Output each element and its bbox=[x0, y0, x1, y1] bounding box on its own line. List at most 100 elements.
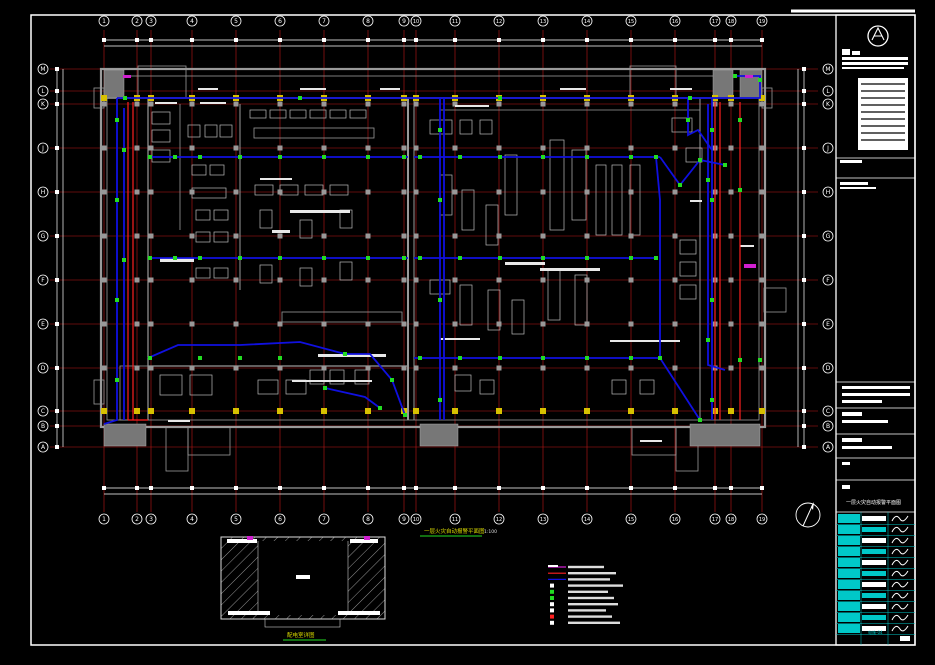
furniture-block bbox=[187, 124, 201, 138]
axis-bubble-right-A: A bbox=[822, 441, 834, 453]
svg-text:6: 6 bbox=[278, 516, 282, 523]
alarm-device bbox=[738, 188, 742, 192]
svg-text:L: L bbox=[826, 88, 830, 95]
axis-bubble-left-E: E bbox=[37, 318, 49, 330]
furniture-block bbox=[299, 267, 313, 287]
alarm-device bbox=[418, 155, 422, 159]
alarm-device bbox=[706, 178, 710, 182]
svg-text:D: D bbox=[826, 365, 831, 372]
svg-text:K: K bbox=[41, 101, 46, 108]
alarm-device bbox=[366, 155, 370, 159]
svg-text:12: 12 bbox=[496, 19, 502, 25]
alarm-device bbox=[122, 148, 126, 152]
furniture-block bbox=[191, 164, 207, 176]
alarm-device bbox=[238, 356, 242, 360]
alarm-device bbox=[629, 356, 633, 360]
svg-text:9: 9 bbox=[402, 516, 406, 523]
signature-row bbox=[836, 591, 915, 602]
room-label-mark bbox=[300, 88, 326, 90]
axis-bubble-bottom-2: 2 bbox=[131, 513, 143, 525]
axis-bubble-right-B: B bbox=[822, 420, 834, 432]
room-label-marks bbox=[155, 88, 754, 442]
axis-bubble-top-15: 15 bbox=[625, 15, 637, 27]
furniture-block bbox=[629, 164, 641, 236]
axis-bubble-left-H: H bbox=[37, 186, 49, 198]
svg-text:18: 18 bbox=[728, 517, 734, 523]
svg-text:13: 13 bbox=[540, 19, 546, 25]
axis-bubble-top-16: 16 bbox=[669, 15, 681, 27]
furniture-block bbox=[299, 219, 313, 239]
furniture-block bbox=[191, 187, 227, 199]
alarm-device bbox=[418, 256, 422, 260]
room-label-mark bbox=[690, 200, 702, 202]
svg-text:3: 3 bbox=[149, 516, 153, 523]
axis-bubble-right-M: M bbox=[822, 63, 834, 75]
dimension-lines bbox=[56, 39, 805, 495]
furniture-block bbox=[269, 109, 287, 119]
legend-row bbox=[550, 602, 618, 607]
svg-text:15: 15 bbox=[628, 517, 634, 523]
alarm-device bbox=[458, 155, 462, 159]
axis-bubble-left-M: M bbox=[37, 63, 49, 75]
furniture-block bbox=[611, 379, 627, 395]
svg-text:5: 5 bbox=[234, 516, 238, 523]
circuit-tags bbox=[123, 75, 756, 268]
furniture-block bbox=[487, 289, 501, 331]
svg-text:D: D bbox=[41, 365, 46, 372]
furniture-block bbox=[485, 204, 499, 246]
alarm-device bbox=[115, 198, 119, 202]
alarm-device bbox=[438, 128, 442, 132]
axis-bubble-top-18: 18 bbox=[725, 15, 737, 27]
alarm-device bbox=[498, 356, 502, 360]
svg-text:M: M bbox=[825, 66, 830, 73]
device-legend bbox=[548, 565, 623, 625]
plan-scale-text: 1:100 bbox=[484, 529, 497, 535]
svg-text:A: A bbox=[41, 444, 46, 451]
plan-title-text: 一层火灾自动报警平面图 bbox=[424, 527, 485, 535]
alarm-device bbox=[686, 118, 690, 122]
signature-row bbox=[836, 547, 915, 558]
svg-text:18: 18 bbox=[728, 19, 734, 25]
signature-row bbox=[836, 580, 915, 591]
axis-bubble-right-G: G bbox=[822, 230, 834, 242]
legend-row bbox=[550, 596, 614, 600]
axis-bubble-right-J: J bbox=[822, 142, 834, 154]
furniture-block bbox=[439, 174, 453, 216]
furniture-block bbox=[671, 117, 693, 133]
alarm-device bbox=[438, 198, 442, 202]
furniture-block bbox=[349, 109, 367, 119]
furniture-block bbox=[504, 154, 518, 216]
north-arrow bbox=[795, 502, 821, 528]
svg-text:5: 5 bbox=[234, 18, 238, 25]
fire-trunk-red bbox=[127, 102, 741, 421]
axis-bubble-bottom-7: 7 bbox=[318, 513, 330, 525]
alarm-device bbox=[688, 96, 692, 100]
axis-bubble-bottom-15: 15 bbox=[625, 513, 637, 525]
alarm-device bbox=[322, 155, 326, 159]
furniture-block bbox=[679, 284, 697, 300]
axis-bubble-left-G: G bbox=[37, 230, 49, 242]
svg-text:C: C bbox=[41, 408, 45, 415]
room-label-mark bbox=[155, 102, 177, 104]
axis-bubble-right-K: K bbox=[822, 98, 834, 110]
alarm-device bbox=[148, 155, 152, 159]
furniture-block bbox=[309, 109, 327, 119]
room-label-mark bbox=[740, 245, 754, 247]
axis-bubble-top-19: 19 bbox=[756, 15, 768, 27]
axis-bubble-top-3: 3 bbox=[145, 15, 157, 27]
svg-text:19: 19 bbox=[759, 517, 765, 523]
svg-text:11: 11 bbox=[452, 517, 458, 523]
furniture-block bbox=[151, 129, 171, 143]
alarm-device bbox=[278, 356, 282, 360]
furniture-block bbox=[547, 269, 561, 321]
room-label-mark bbox=[640, 440, 662, 442]
axis-bubble-bottom-1: 1 bbox=[98, 513, 110, 525]
svg-text:B: B bbox=[826, 423, 830, 430]
svg-text:1: 1 bbox=[102, 18, 106, 25]
axis-bubble-bottom-9: 9 bbox=[398, 513, 410, 525]
alarm-device bbox=[148, 256, 152, 260]
furniture-block bbox=[611, 164, 623, 236]
signature-row bbox=[836, 558, 915, 569]
svg-text:L: L bbox=[41, 88, 45, 95]
title-block: 一层火灾自动报警平面图 电施-04 bbox=[835, 14, 916, 646]
